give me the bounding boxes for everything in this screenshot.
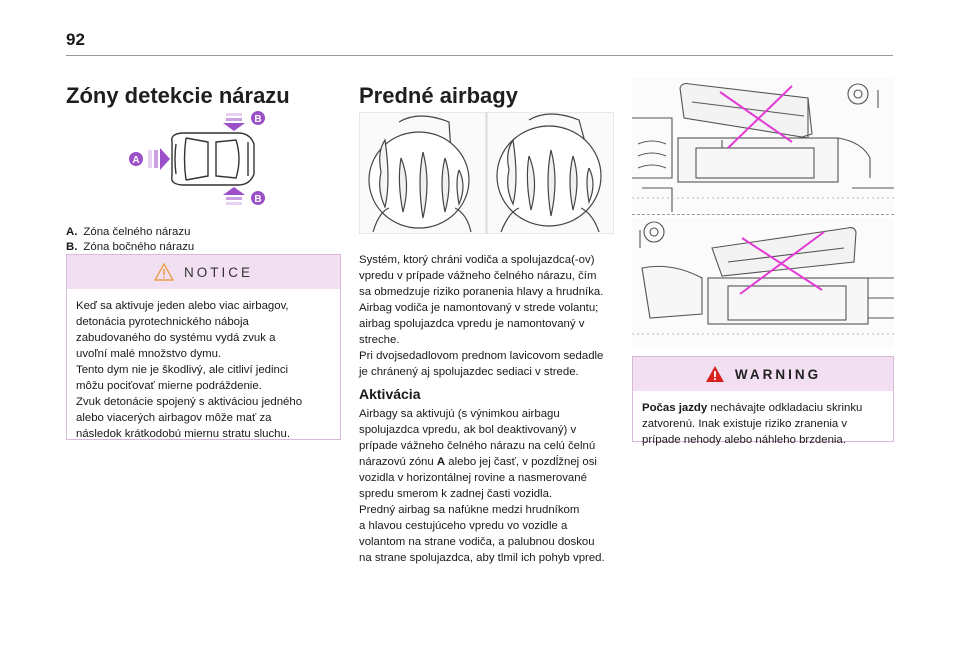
side-impact-arrow-top-icon (223, 113, 245, 131)
column-front-airbags: Predné airbagy (359, 82, 614, 110)
svg-text:B: B (254, 114, 261, 125)
warning-label: WARNING (734, 366, 822, 382)
zone-b-top-marker: B (251, 111, 265, 125)
impact-zones-figure: A B B (129, 111, 265, 205)
activation-section: Aktivácia Airbagy sa aktivujú (s výnimko… (359, 380, 617, 566)
notice-header: NOTICE (67, 255, 340, 289)
legend-item-b: B.Zóna bočného nárazu (66, 241, 195, 253)
cross-mark-icon (739, 231, 825, 295)
svg-text:A: A (132, 155, 139, 166)
legend-item-a: A.Zóna čelného nárazu (66, 226, 191, 238)
glovebox-open-crossed-figure (632, 78, 894, 212)
zone-a-marker: A (129, 152, 143, 166)
front-airbags-figure (359, 112, 614, 234)
figure-separator (632, 214, 894, 215)
side-impact-arrow-bottom-icon (223, 187, 245, 205)
warning-triangle-icon (153, 263, 174, 281)
warning-text: Počas jazdy nechávajte odkladaciu skrink… (642, 402, 863, 446)
car-top-view-icon (171, 132, 255, 186)
zone-b-bottom-marker: B (251, 191, 265, 205)
glovebox-closed-crossed-figure (632, 218, 894, 348)
warning-header: WARNING (633, 357, 893, 391)
notice-box: NOTICE Keď sa aktivuje jeden alebo viac … (66, 254, 341, 440)
warning-triangle-icon (705, 366, 724, 382)
page-number: 92 (66, 30, 85, 49)
cross-mark-icon (719, 85, 793, 149)
impact-zone-legend: A.Zóna čelného nárazu B.Zóna bočného nár… (66, 225, 341, 255)
front-airbags-intro: Systém, ktorý chráni vodiča a spolujazdc… (359, 254, 604, 378)
column-impact-zones: Zóny detekcie nárazu (66, 82, 341, 110)
warning-box: WARNING Počas jazdy nechávajte odkladaci… (632, 356, 894, 446)
frontal-impact-arrow-icon (148, 148, 170, 170)
top-rule (66, 55, 893, 56)
warning-bold-lead: Počas jazdy (642, 402, 708, 414)
notice-text: Keď sa aktivuje jeden alebo viac airbago… (76, 300, 303, 440)
zone-a-ref: A (436, 456, 446, 468)
notice-label: NOTICE (183, 264, 253, 280)
svg-text:B: B (254, 194, 261, 205)
section-title-front-airbags: Predné airbagy (359, 83, 518, 108)
section-title-impact-zones: Zóny detekcie nárazu (66, 83, 290, 108)
activation-title: Aktivácia (359, 386, 421, 402)
